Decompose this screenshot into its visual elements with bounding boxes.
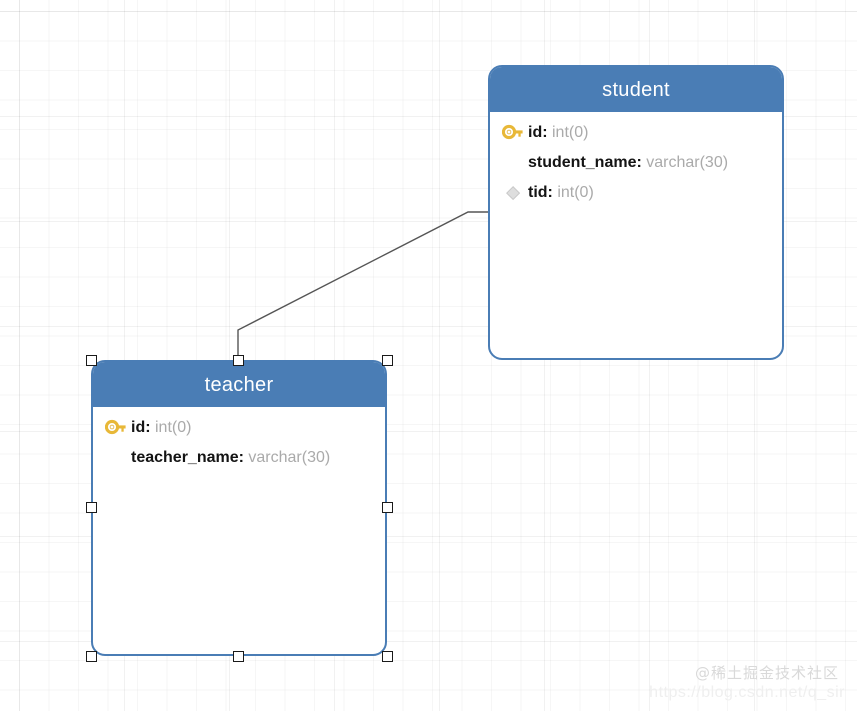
handle-bottom-right[interactable] — [381, 650, 393, 662]
field-label-student-tid: tid: int(0) — [528, 184, 594, 202]
field-name: teacher_name — [131, 449, 239, 466]
field-type: int(0) — [552, 124, 589, 141]
field-separator: : — [145, 419, 155, 436]
field-row-teacher-teacher_name[interactable]: teacher_name: varchar(30) — [93, 443, 385, 473]
field-separator: : — [542, 124, 552, 141]
entity-title-teacher: teacher — [204, 373, 274, 396]
watermark-text: @稀土掘金技术社区 — [694, 664, 839, 682]
relationship-line-student-teacher[interactable] — [237, 211, 488, 357]
primary-key-icon — [101, 417, 131, 439]
handle-top-left[interactable] — [85, 354, 97, 366]
entity-title-student: student — [602, 78, 670, 101]
field-name: id — [131, 419, 146, 436]
field-separator: : — [238, 449, 249, 466]
no-key-icon — [101, 447, 131, 469]
entity-table-teacher[interactable]: teacher id: int(0) — [91, 360, 387, 656]
field-type: varchar(30) — [646, 154, 729, 171]
handle-bottom-center[interactable] — [232, 650, 244, 662]
handle-bottom-left[interactable] — [85, 650, 97, 662]
handle-middle-left[interactable] — [85, 501, 97, 513]
field-name: id — [528, 124, 543, 141]
watermark-url: https://blog.csdn.net/q_sir — [649, 684, 845, 701]
field-row-student-tid[interactable]: tid: int(0) — [490, 178, 782, 208]
entity-fields-teacher: id: int(0) teacher_name: varchar(30) — [93, 407, 385, 473]
entity-table-student[interactable]: student id: int(0) — [488, 65, 784, 360]
field-type: int(0) — [155, 419, 192, 436]
field-label-student-id: id: int(0) — [528, 124, 588, 142]
field-row-student-id[interactable]: id: int(0) — [490, 118, 782, 148]
field-label-student-student_name: student_name: varchar(30) — [528, 154, 728, 172]
field-label-teacher-id: id: int(0) — [131, 419, 191, 437]
field-type: varchar(30) — [248, 449, 331, 466]
handle-top-right[interactable] — [381, 354, 393, 366]
entity-fields-student: id: int(0) student_name: varchar(30) tid… — [490, 112, 782, 208]
field-name: student_name — [528, 154, 637, 171]
field-row-teacher-id[interactable]: id: int(0) — [93, 413, 385, 443]
no-key-icon — [498, 152, 528, 174]
primary-key-icon — [498, 122, 528, 144]
foreign-key-icon — [498, 182, 528, 204]
field-name: tid — [528, 184, 548, 201]
field-type: int(0) — [557, 184, 594, 201]
field-separator: : — [547, 184, 558, 201]
entity-header-teacher[interactable]: teacher — [93, 362, 385, 407]
entity-header-student[interactable]: student — [490, 67, 782, 112]
field-separator: : — [636, 154, 647, 171]
field-label-teacher-teacher_name: teacher_name: varchar(30) — [131, 449, 330, 467]
field-row-student-student_name[interactable]: student_name: varchar(30) — [490, 148, 782, 178]
handle-middle-right[interactable] — [381, 501, 393, 513]
handle-top-center[interactable] — [232, 354, 244, 366]
